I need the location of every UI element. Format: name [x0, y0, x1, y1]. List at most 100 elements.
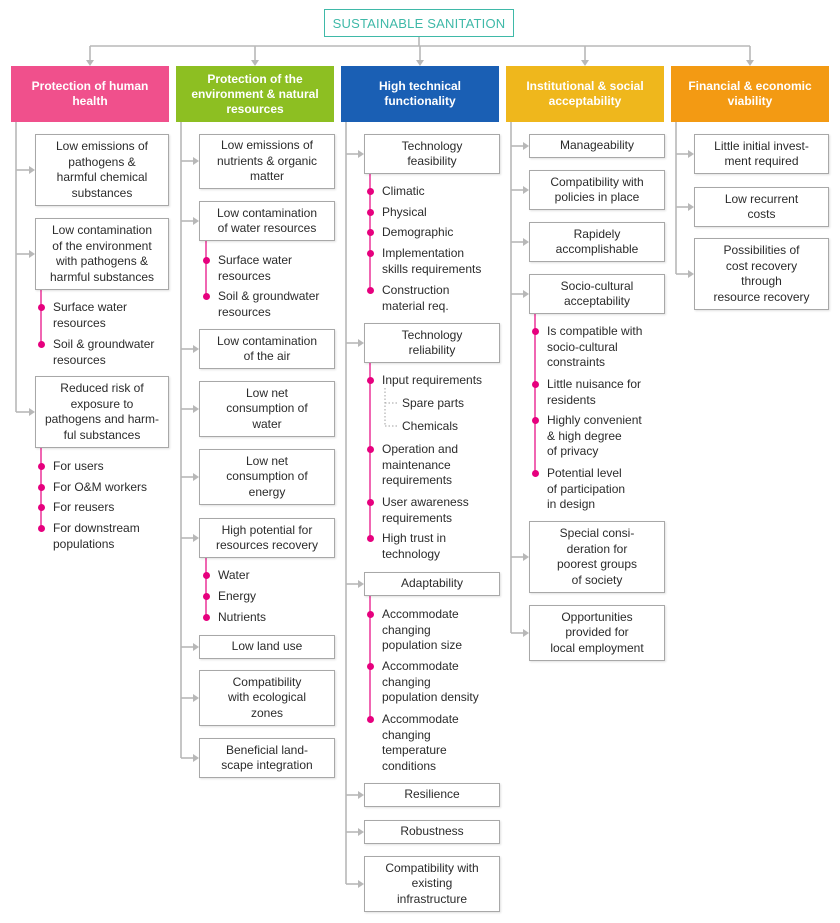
bullet-item: Soil & groundwater resources: [203, 289, 319, 320]
arrow-head: [86, 60, 94, 66]
arrow-head: [29, 250, 35, 258]
criterion-box: Technology feasibility: [364, 134, 500, 174]
bullet-dot: [203, 572, 210, 579]
arrow-head: [523, 142, 529, 150]
criterion-box: Technology reliability: [364, 323, 500, 363]
criterion-box: Low net consumption of energy: [199, 449, 335, 505]
arrow-head: [193, 345, 199, 353]
bullet-dot: [367, 250, 374, 257]
bullet-dot: [38, 463, 45, 470]
bullet-dot: [367, 287, 374, 294]
arrow-head: [193, 694, 199, 702]
criterion-box: High potential for resources recovery: [199, 518, 335, 558]
bullet-item: Accommodate changing temperature conditi…: [367, 712, 459, 774]
category-environment: Protection of the environment & natural …: [176, 66, 334, 122]
criterion-box: Socio-cultural acceptability: [529, 274, 665, 314]
arrow-head: [523, 238, 529, 246]
bullet-item: Is compatible with socio-cultural constr…: [532, 324, 642, 371]
bullet-dot: [203, 614, 210, 621]
bullet-item: Operation and maintenance requirements: [367, 442, 458, 489]
arrow-head: [688, 203, 694, 211]
bullet-dot: [203, 593, 210, 600]
arrow-head: [416, 60, 424, 66]
criterion-box: Special consi- deration for poorest grou…: [529, 521, 665, 593]
arrow-head: [193, 754, 199, 762]
bullet-dot: [367, 535, 374, 542]
category-technical: High technical functionality: [341, 66, 499, 122]
criterion-box: Low recurrent costs: [694, 187, 829, 227]
bullet-item: For reusers: [38, 500, 114, 516]
bullet-item: For downstream populations: [38, 521, 140, 552]
arrow-head: [688, 150, 694, 158]
bullet-item: User awareness requirements: [367, 495, 469, 526]
sub-item: Chemicals: [402, 419, 459, 433]
criterion-box: Low contamination of water resources: [199, 201, 335, 241]
bullet-item: Accommodate changing population density: [367, 659, 479, 706]
criterion-box: Adaptability: [364, 572, 500, 596]
criterion-box: Manageability: [529, 134, 665, 158]
arrow-head: [29, 166, 35, 174]
bullet-dot: [38, 304, 45, 311]
bullet-item: Water: [203, 568, 250, 584]
bullet-item: For O&M workers: [38, 480, 147, 496]
arrow-head: [358, 880, 364, 888]
bullet-item: Implementation skills requirements: [367, 246, 481, 277]
bullet-dot: [367, 188, 374, 195]
bullet-item: Energy: [203, 589, 256, 605]
bullet-item: Physical: [367, 205, 427, 221]
arrow-head: [358, 339, 364, 347]
bullet-dot: [532, 381, 539, 388]
bullet-item: Nutrients: [203, 610, 266, 626]
bullet-dot: [367, 209, 374, 216]
category-institutional: Institutional & social acceptability: [506, 66, 664, 122]
criterion-box: Compatibility with ecological zones: [199, 670, 335, 726]
sub-item-connector: [384, 388, 398, 427]
bullet-item: For users: [38, 459, 104, 475]
criterion-box: Low contamination of the environment wit…: [35, 218, 169, 290]
criterion-box: Little initial invest- ment required: [694, 134, 829, 174]
bullet-item: Accommodate changing population size: [367, 607, 462, 654]
arrow-head: [746, 60, 754, 66]
bullet-item: Surface water resources: [38, 300, 127, 331]
arrow-head: [523, 290, 529, 298]
arrow-head: [193, 643, 199, 651]
category-human-health: Protection of human health: [11, 66, 169, 122]
criterion-box: Beneficial land- scape integration: [199, 738, 335, 778]
arrow-head: [358, 828, 364, 836]
bullet-dot: [532, 328, 539, 335]
bullet-item: Surface water resources: [203, 253, 292, 284]
bullet-item: High trust in technology: [367, 531, 446, 562]
criterion-box: Resilience: [364, 783, 500, 807]
bullet-item: Potential level of participation in desi…: [532, 466, 625, 513]
diagram-title: SUSTAINABLE SANITATION: [324, 9, 514, 37]
criterion-box: Low emissions of nutrients & organic mat…: [199, 134, 335, 189]
bullet-dot: [532, 470, 539, 477]
bullet-dot: [367, 446, 374, 453]
bullet-dot: [203, 257, 210, 264]
arrow-head: [358, 150, 364, 158]
bullet-item: Input requirements: [367, 373, 482, 389]
bullet-dot: [367, 377, 374, 384]
arrow-head: [523, 629, 529, 637]
bullet-item: Highly convenient & high degree of priva…: [532, 413, 642, 460]
criterion-box: Possibilities of cost recovery through r…: [694, 238, 829, 310]
bullet-item: Little nuisance for residents: [532, 377, 641, 408]
arrow-head: [193, 157, 199, 165]
criterion-box: Robustness: [364, 820, 500, 844]
bullet-dot: [532, 417, 539, 424]
criterion-box: Compatibility with existing infrastructu…: [364, 856, 500, 912]
arrow-head: [193, 473, 199, 481]
bullet-dot: [367, 499, 374, 506]
arrow-head: [193, 217, 199, 225]
criterion-box: Rapidely accomplishable: [529, 222, 665, 262]
criterion-box: Opportunities provided for local employm…: [529, 605, 665, 661]
arrow-head: [193, 534, 199, 542]
arrow-head: [251, 60, 259, 66]
bullet-dot: [367, 663, 374, 670]
arrow-head: [688, 270, 694, 278]
criterion-box: Compatibility with policies in place: [529, 170, 665, 210]
criterion-box: Low land use: [199, 635, 335, 659]
bullet-dot: [367, 229, 374, 236]
